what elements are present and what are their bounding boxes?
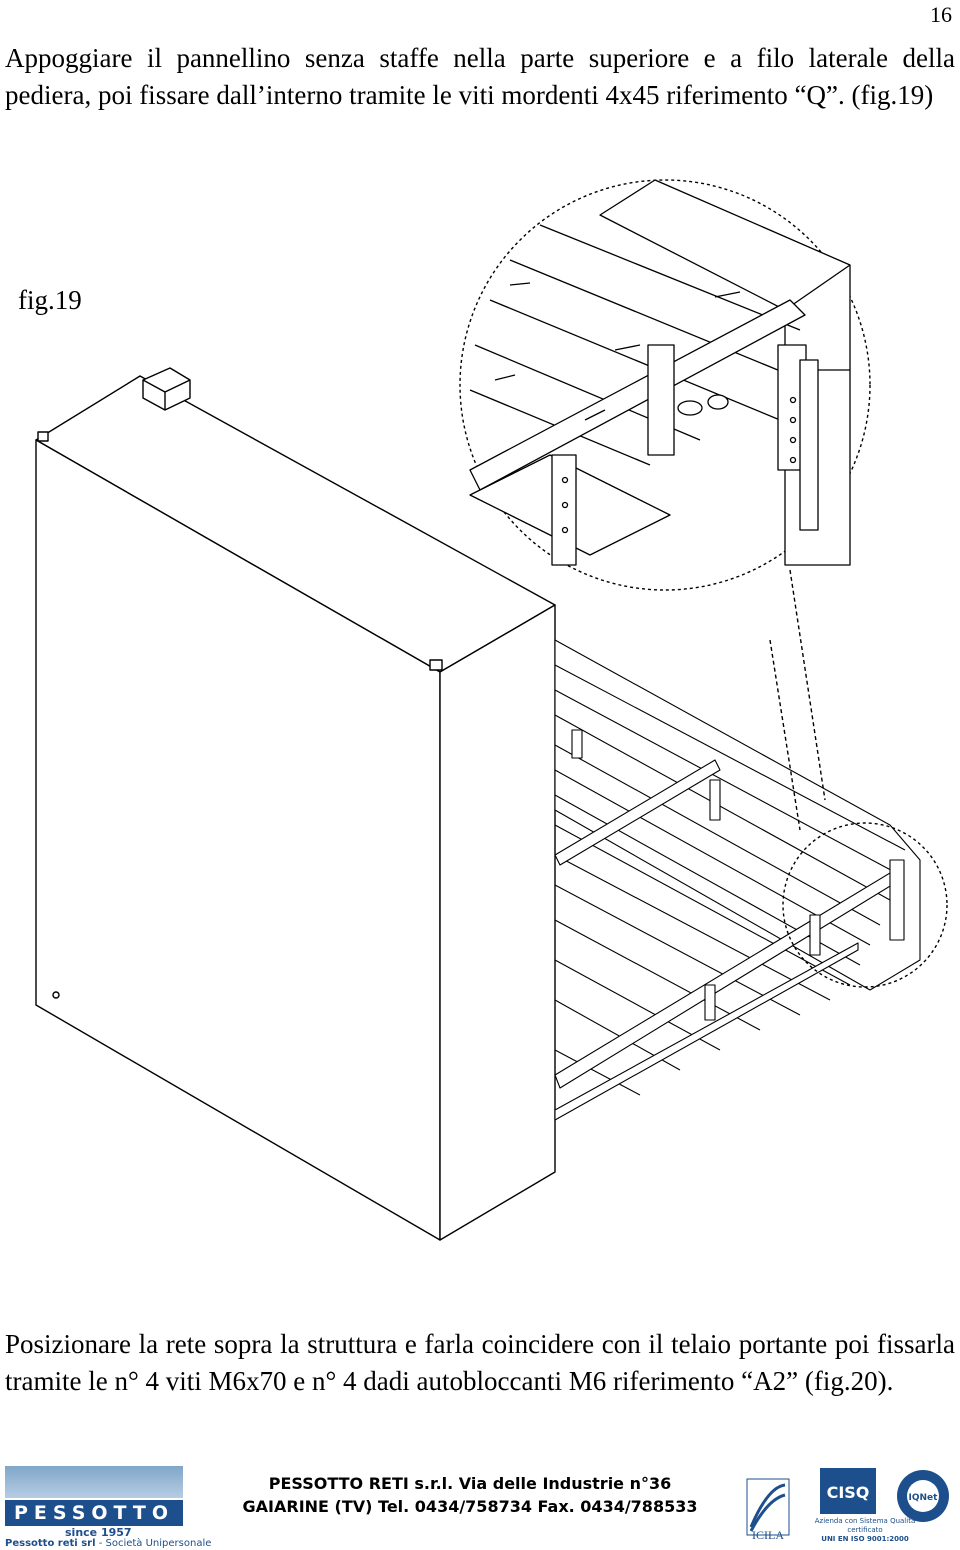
figure-label: fig.19 (18, 285, 82, 315)
page-footer: PESSOTTO since 1957 Pessotto reti srl - … (0, 1462, 960, 1550)
cisq-certification-icon: CISQ (820, 1468, 876, 1514)
instruction-step-paragraph: Appoggiare il pannellino senza staffe ne… (5, 43, 955, 110)
detail-enlarged (469, 179, 851, 566)
icila-label: ICILA (752, 1528, 784, 1542)
company-logo: PESSOTTO since 1957 Pessotto reti srl - … (5, 1466, 211, 1549)
icila-certification-icon (746, 1478, 790, 1536)
logo-since: since 1957 (65, 1526, 132, 1539)
assembly-drawing-fig19 (35, 179, 948, 1241)
address-line: GAIARINE (TV) Tel. 0434/758734 Fax. 0434… (242, 1497, 698, 1516)
company-address: PESSOTTO RETI s.r.l. Via delle Industrie… (210, 1472, 730, 1518)
cisq-caption: Azienda con Sistema Qualità certificato … (814, 1517, 916, 1543)
logo-graphic (5, 1466, 183, 1498)
iqnet-label: IQNet (909, 1493, 939, 1503)
address-line: PESSOTTO RETI s.r.l. Via delle Industrie… (268, 1474, 672, 1493)
logo-wordmark: PESSOTTO (13, 1502, 175, 1524)
footboard-panel (35, 367, 556, 1241)
cisq-label: CISQ (827, 1483, 870, 1502)
iqnet-certification-icon: IQNet (897, 1470, 949, 1522)
instruction-step-paragraph: Posizionare la rete sopra la struttura e… (5, 1329, 955, 1396)
slat-base-frame (554, 639, 921, 1121)
page-number: 16 (930, 2, 952, 27)
logo-company-name: Pessotto reti srl - Società Unipersonale (5, 1538, 212, 1549)
